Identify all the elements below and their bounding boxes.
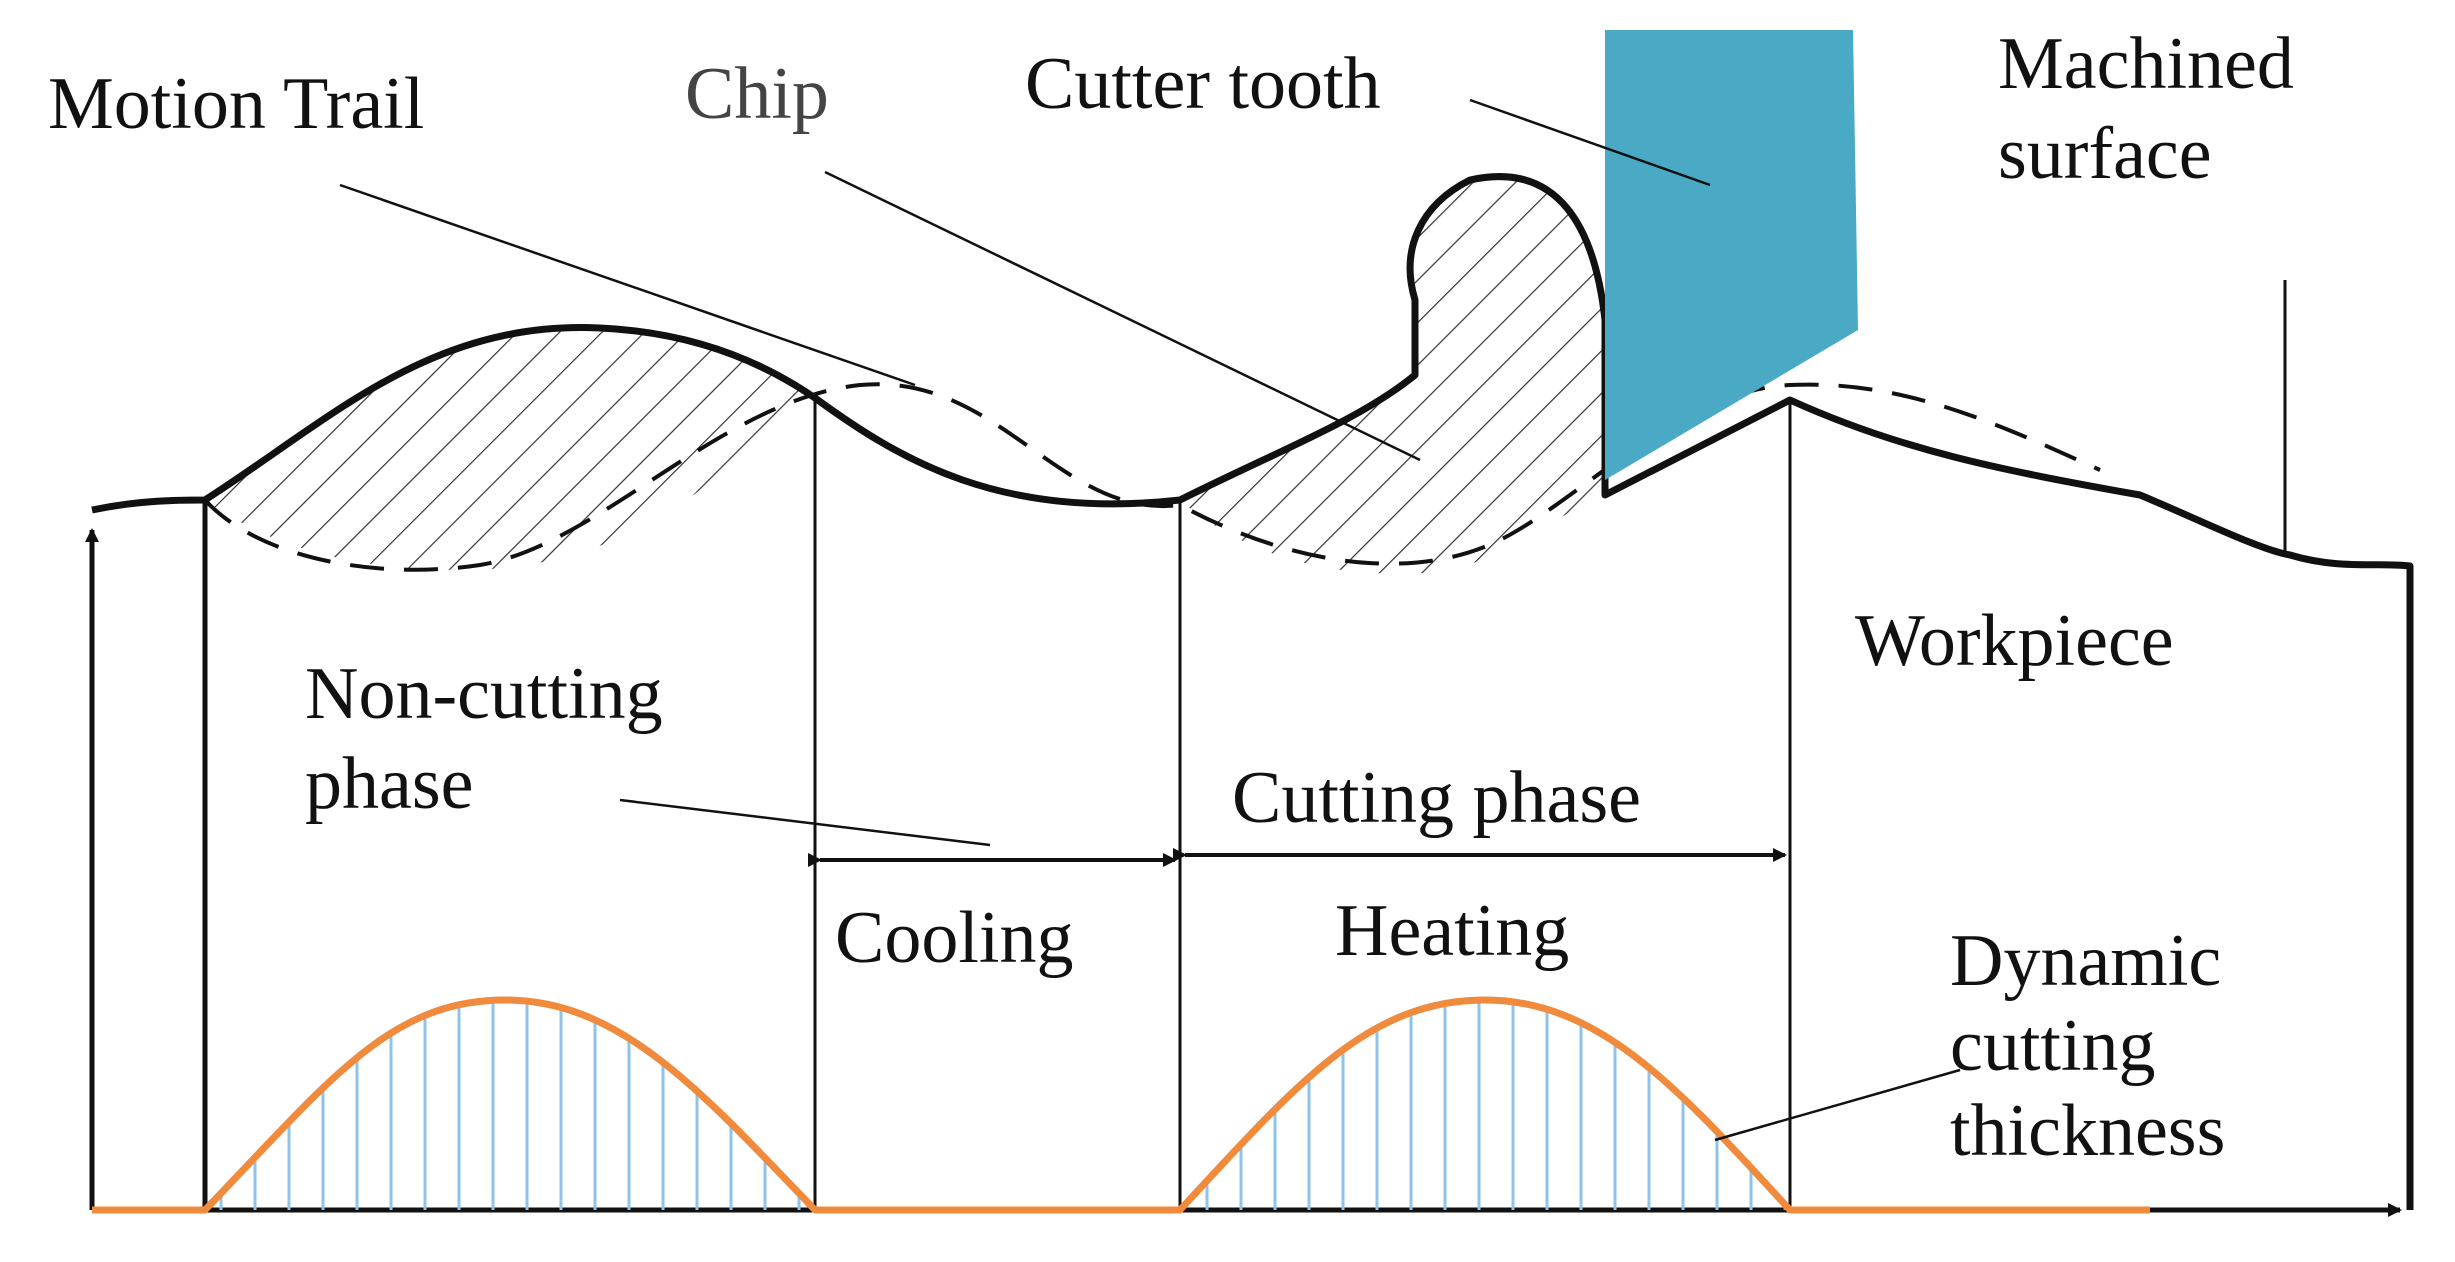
leader-dynamic-thickness bbox=[1714, 1068, 1961, 1142]
label-non-cutting-2: phase bbox=[305, 743, 474, 825]
label-dynamic-2: cutting bbox=[1950, 1005, 2156, 1087]
thickness-bump-2-fill bbox=[1180, 1000, 1790, 1210]
label-machined-surface-2: surface bbox=[1998, 113, 2212, 195]
leader-cutter-tooth bbox=[1469, 98, 1711, 187]
label-non-cutting-1: Non-cutting bbox=[305, 653, 663, 735]
label-motion-trail: Motion Trail bbox=[48, 63, 424, 145]
thickness-bump-1-fill bbox=[205, 1000, 815, 1210]
leader-non-cutting bbox=[619, 798, 991, 847]
chip-region-left bbox=[205, 328, 815, 570]
label-dynamic-3: thickness bbox=[1950, 1090, 2225, 1172]
chip-region-right bbox=[1180, 176, 1605, 574]
workpiece-outline bbox=[91, 173, 2414, 1210]
dynamic-thickness-curve bbox=[92, 996, 2150, 1214]
label-cutter-tooth: Cutter tooth bbox=[1025, 43, 1381, 125]
label-chip: Chip bbox=[685, 53, 829, 135]
label-heating: Heating bbox=[1335, 890, 1569, 972]
label-cooling: Cooling bbox=[835, 897, 1073, 979]
label-machined-surface-1: Machined bbox=[1998, 23, 2294, 105]
cutter-tooth-shape bbox=[1605, 30, 1858, 480]
motion-trail-curve bbox=[203, 382, 2101, 572]
label-cutting-phase: Cutting phase bbox=[1232, 757, 1641, 839]
label-workpiece: Workpiece bbox=[1855, 600, 2174, 682]
label-dynamic-1: Dynamic bbox=[1950, 920, 2221, 1002]
leader-motion-trail bbox=[339, 183, 916, 387]
leader-chip bbox=[824, 170, 1421, 462]
